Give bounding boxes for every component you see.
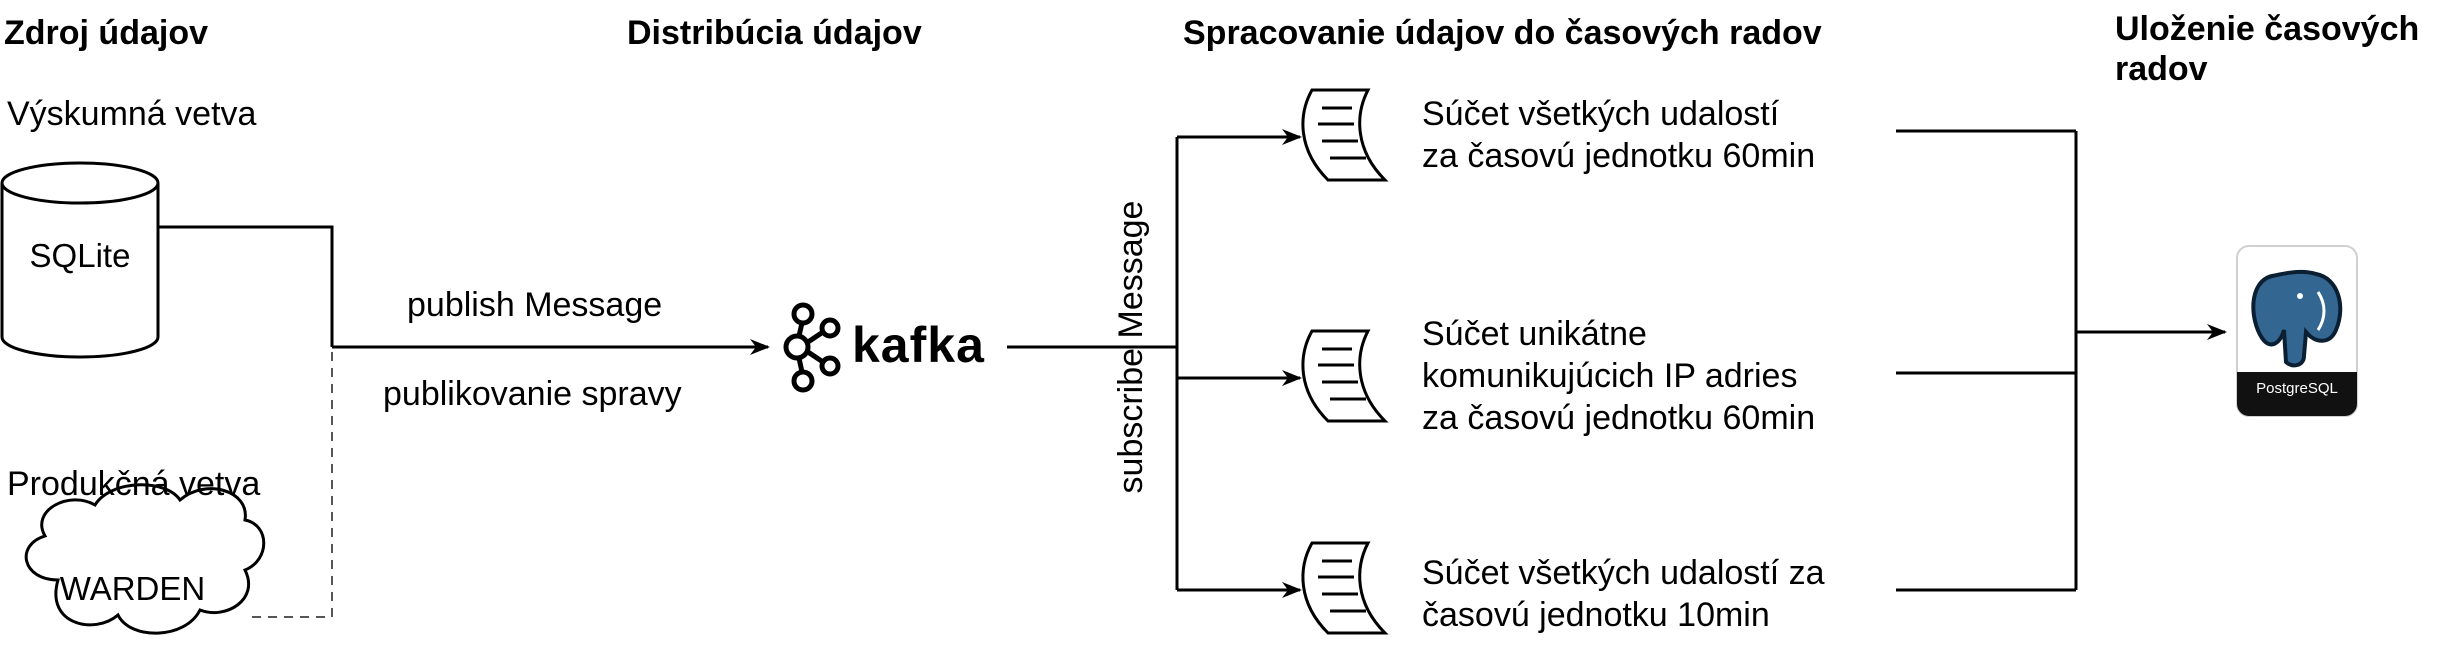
research-branch-label: Výskumná vetva [7,95,257,133]
kafka-wordmark: kafka [852,317,985,373]
sqlite-database-icon [0,161,160,359]
sqlite-label: SQLite [29,237,131,274]
processing-item-3-line1: Súčet všetkých udalostí za [1422,554,1825,592]
warden-dashed-connector [252,347,333,618]
publish-message-label: publish Message [407,286,663,324]
header-data-source: Zdroj údajov [4,14,208,52]
processing-item-2-line2: komunikujúcich IP adries [1422,357,1798,395]
scroll-document-icon-1 [1301,88,1389,182]
warden-label: WARDEN [59,570,206,607]
scroll-document-icon-2 [1301,329,1389,423]
header-storage-line2: radov [2115,50,2208,88]
processing-item-1-line1: Súčet všetkých udalostí [1422,95,1780,133]
scroll-document-icon-3 [1301,541,1389,635]
processing-item-3-line2: časovú jednotku 10min [1422,596,1770,634]
header-data-distribution: Distribúcia údajov [627,14,922,52]
processing-item-2-line3: za časovú jednotku 60min [1422,399,1816,437]
processing-item-2-line1: Súčet unikátne [1422,315,1647,353]
postgresql-logo-icon [2236,245,2358,417]
sqlite-connector-line [158,225,334,347]
production-branch-label: Produkčná vetva [7,465,261,503]
kafka-logo-icon [783,302,841,393]
publish-message-sk-label: publikovanie spravy [383,375,682,413]
postgresql-caption: PostgreSQL [2256,380,2338,397]
warden-cloud-icon [24,483,266,635]
header-data-processing: Spracovanie údajov do časových radov [1183,14,1822,52]
processing-item-1-line2: za časovú jednotku 60min [1422,137,1816,175]
subscribe-message-label: subscribe Message [1112,200,1150,494]
header-storage-line1: Uloženie časových [2115,10,2420,48]
